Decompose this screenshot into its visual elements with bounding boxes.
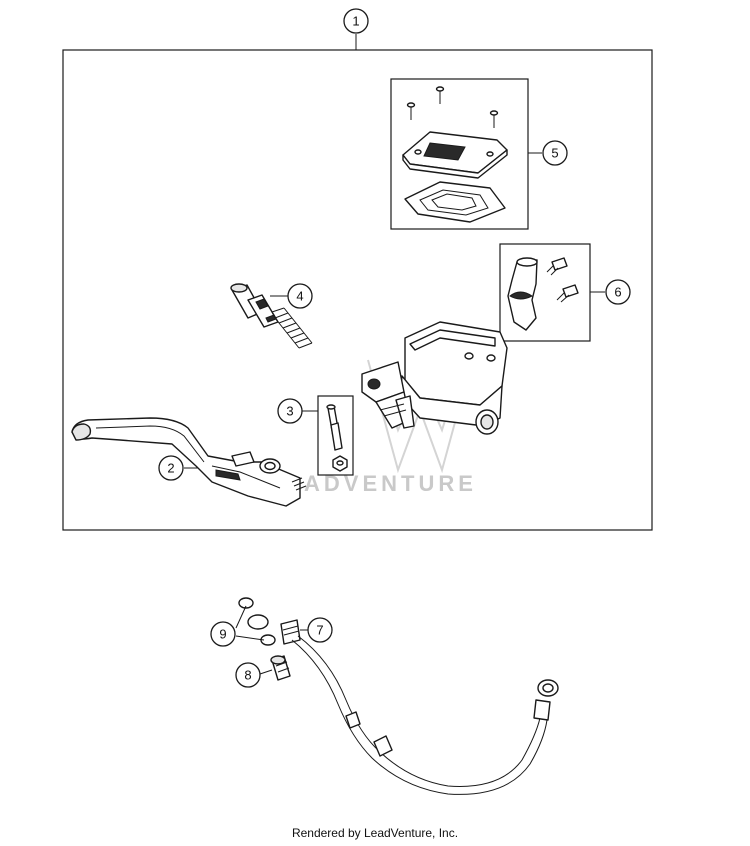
- assembly-frame: [62, 49, 653, 531]
- callout-1: 1: [343, 8, 369, 34]
- sealing-washers: [238, 597, 276, 646]
- svg-text:5: 5: [551, 146, 558, 161]
- clamp-bolts: [546, 257, 579, 303]
- svg-text:1: 1: [352, 14, 359, 29]
- pivot-pin: [326, 404, 343, 451]
- svg-text:7: 7: [316, 623, 323, 638]
- pivot-nut: [332, 455, 348, 472]
- svg-text:8: 8: [244, 668, 251, 683]
- clutch-hose: [280, 619, 559, 795]
- clutch-lever: [71, 417, 307, 507]
- piston-assembly: [230, 283, 313, 349]
- callout-6: 6: [605, 279, 631, 305]
- banjo-bolt: [270, 655, 291, 681]
- svg-text:9: 9: [219, 627, 226, 642]
- handlebar-clamp: [507, 257, 538, 331]
- reservoir-cover: [402, 131, 508, 179]
- leader-8: [259, 669, 273, 675]
- svg-text:4: 4: [296, 289, 303, 304]
- master-cylinder-body: [361, 321, 508, 435]
- reservoir-diaphragm: [404, 181, 506, 223]
- callout-8: 8: [235, 662, 261, 688]
- svg-text:3: 3: [286, 404, 293, 419]
- leader-9b: [235, 635, 265, 641]
- render-credit: Rendered by LeadVenture, Inc.: [291, 826, 459, 840]
- callout-7: 7: [307, 617, 333, 643]
- pin-group-frame: [317, 395, 354, 476]
- leader-9a: [235, 605, 247, 629]
- callout-2: 2: [158, 455, 184, 481]
- callout-9: 9: [210, 621, 236, 647]
- svg-text:6: 6: [614, 285, 621, 300]
- callout-5: 5: [542, 140, 568, 166]
- callout-4: 4: [287, 283, 313, 309]
- callout-3: 3: [277, 398, 303, 424]
- cover-screws: [406, 86, 499, 128]
- svg-text:2: 2: [167, 461, 174, 476]
- cover-group-frame: [390, 78, 529, 230]
